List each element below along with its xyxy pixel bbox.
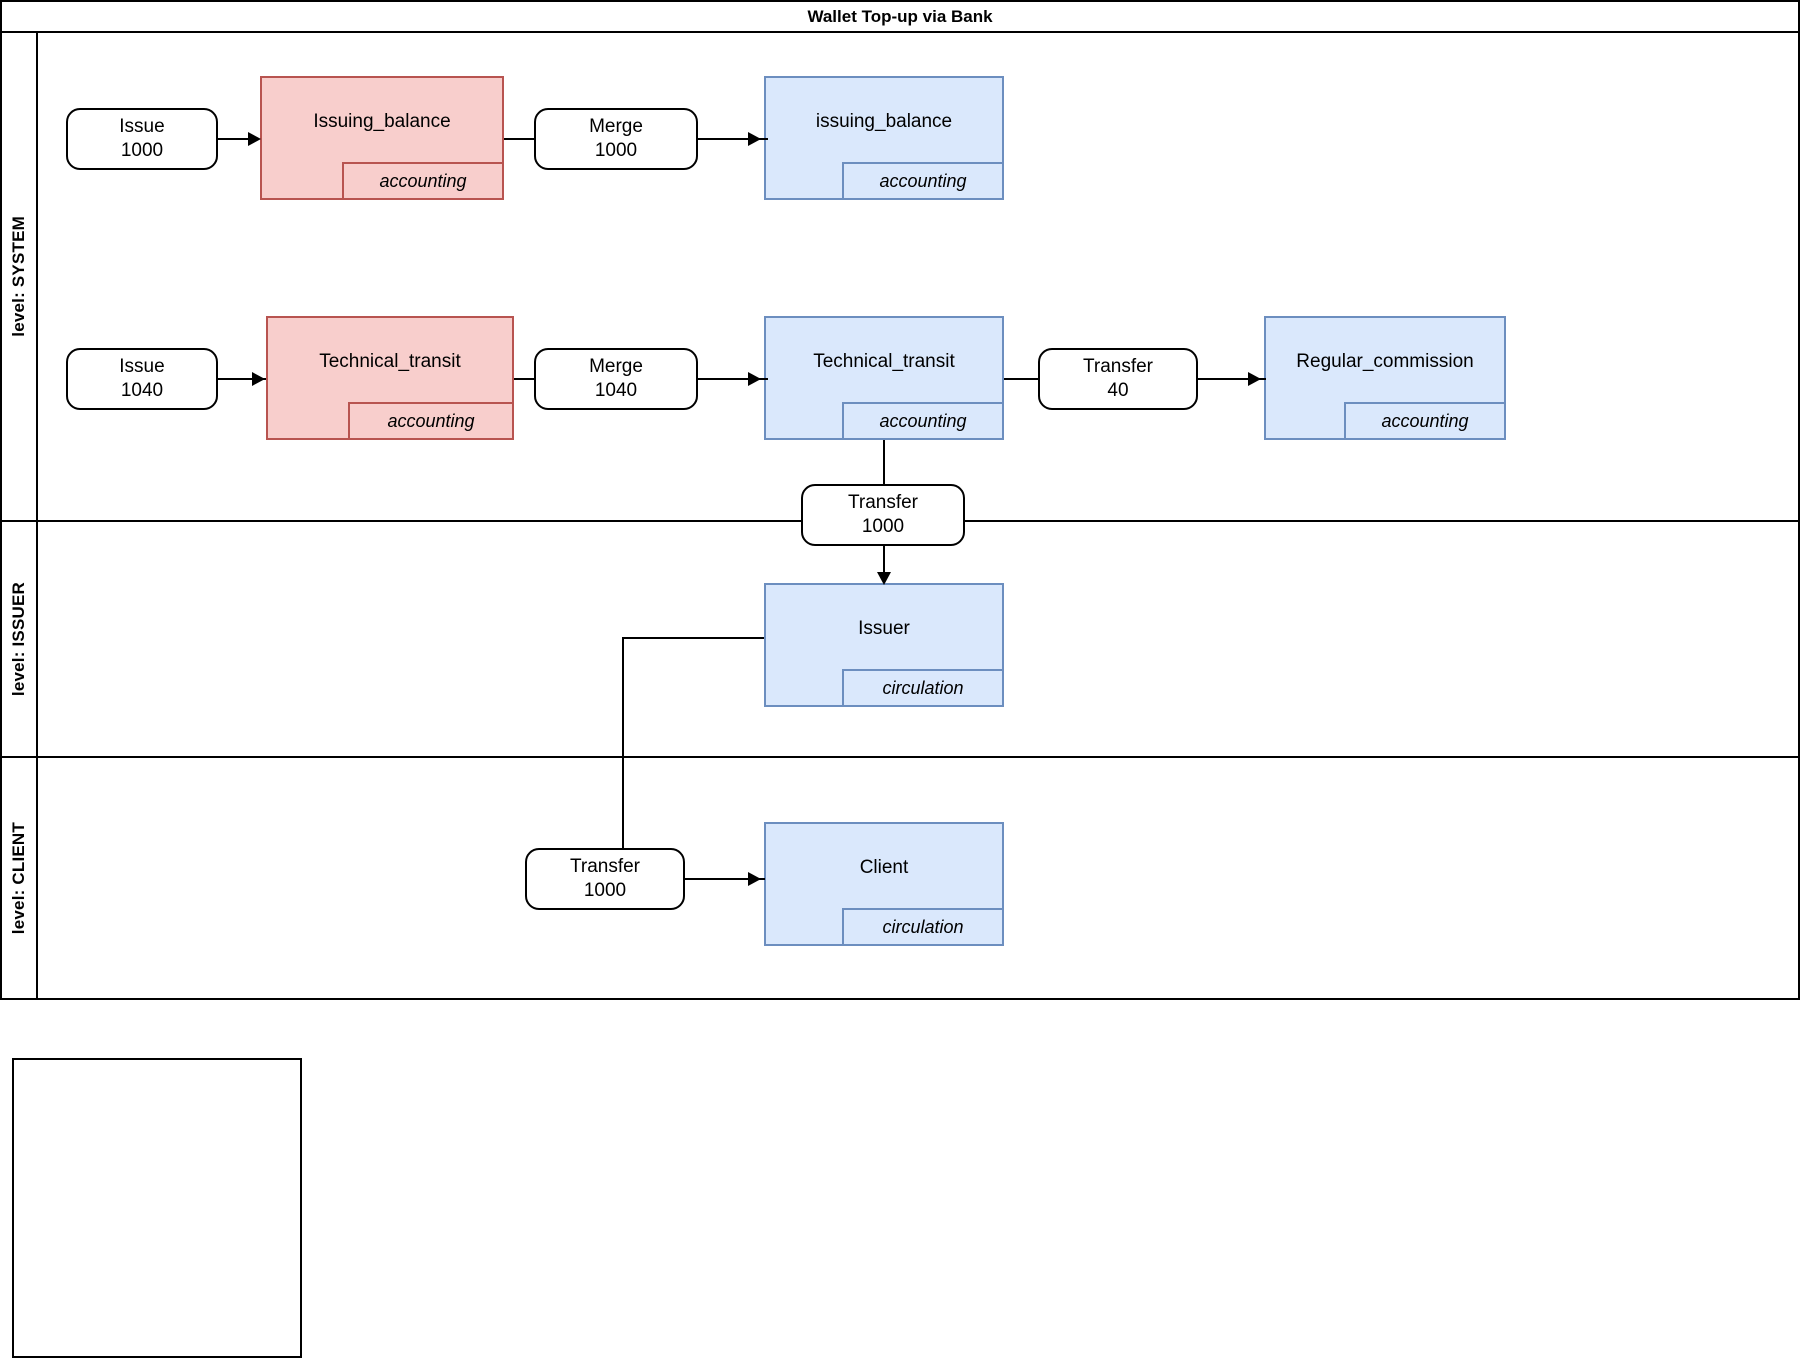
account-name: issuing_balance [815, 110, 953, 132]
account-tag: circulation [842, 908, 1002, 944]
account-issuing-balance-technical[interactable]: Issuing_balance accounting [260, 76, 504, 200]
diagram-title-text: Wallet Top-up via Bank [807, 6, 993, 26]
transaction-op: Transfer [1082, 356, 1154, 378]
transaction-issue-1040[interactable]: Issue 1040 [66, 348, 218, 410]
edge-issuingbalance-to-merge1000 [504, 138, 536, 140]
lane-header-system: level: SYSTEM [2, 33, 38, 520]
account-name: Client [859, 856, 909, 878]
account-tag: accounting [348, 402, 512, 438]
account-name: Technical_transit [319, 350, 461, 372]
edge-issue1040-to-technicaltransit-tech [218, 378, 266, 380]
transaction-merge-1000[interactable]: Merge 1000 [534, 108, 698, 170]
arrowhead-transfer1000-to-issuer [877, 572, 891, 585]
transaction-op: Merge [589, 356, 643, 378]
legend: Technical Account Non-technical Account … [12, 1058, 302, 1358]
transaction-merge-1040[interactable]: Merge 1040 [534, 348, 698, 410]
account-issuer[interactable]: Issuer circulation [764, 583, 1004, 707]
edge-transfer1000-to-issuer [883, 546, 885, 582]
lane-label-client: level: CLIENT [9, 821, 28, 935]
transaction-issue-1000[interactable]: Issue 1000 [66, 108, 218, 170]
arrowhead-issue1040-to-technicaltransit-tech [252, 372, 265, 386]
arrowhead-merge1000-to-issuingbalance [748, 132, 761, 146]
edge-issuer-to-transfer1000client-horizontal [622, 637, 764, 639]
transaction-op: Issue [119, 356, 165, 378]
account-tag: accounting [342, 162, 502, 198]
transaction-amount: 1040 [120, 380, 164, 401]
transaction-transfer-1000-issuer[interactable]: Transfer 1000 [801, 484, 965, 546]
edge-technicaltransit-to-transfer1000 [883, 440, 885, 512]
transaction-amount: 1000 [583, 880, 627, 901]
edge-issue1000-to-issuingbalance [218, 138, 256, 140]
edge-issuer-to-transfer1000client-vertical [622, 637, 624, 848]
account-technical-transit[interactable]: Technical_transit accounting [764, 316, 1004, 440]
transaction-op: Transfer [569, 856, 641, 878]
arrowhead-issue1000-to-issuingbalance [248, 132, 261, 146]
diagram-title: Wallet Top-up via Bank [0, 0, 1800, 33]
account-name: Issuing_balance [313, 110, 451, 132]
transaction-op: Merge [589, 116, 643, 138]
arrowhead-merge1040-to-technicaltransit [748, 372, 761, 386]
account-name: Regular_commission [1296, 350, 1474, 372]
account-tag: accounting [842, 162, 1002, 198]
transaction-amount: 40 [1107, 380, 1129, 401]
transaction-op: Issue [119, 116, 165, 138]
account-name: Technical_transit [813, 350, 955, 372]
lane-label-issuer: level: ISSUER [9, 581, 28, 697]
account-issuing-balance[interactable]: issuing_balance accounting [764, 76, 1004, 200]
transaction-amount: 1000 [594, 140, 638, 161]
account-tag: circulation [842, 669, 1002, 705]
lane-header-client: level: CLIENT [2, 758, 38, 998]
transaction-amount: 1000 [861, 516, 905, 537]
account-tag: accounting [1344, 402, 1504, 438]
transaction-transfer-1000-client[interactable]: Transfer 1000 [525, 848, 685, 910]
edge-merge1000-to-issuingbalance [698, 138, 768, 140]
lane-label-system: level: SYSTEM [9, 216, 28, 337]
edge-transfer40-to-regularcommission [1198, 378, 1266, 380]
transaction-op: Transfer [847, 492, 919, 514]
arrowhead-transfer1000client-to-client [748, 872, 761, 886]
account-tag: accounting [842, 402, 1002, 438]
edge-transfer1000client-to-client [685, 878, 765, 880]
edge-merge1040-to-technicaltransit [698, 378, 768, 380]
arrowhead-transfer40-to-regularcommission [1248, 372, 1261, 386]
transaction-amount: 1000 [120, 140, 164, 161]
edge-technicaltransit-tech-to-merge1040 [514, 378, 536, 380]
edge-technicaltransit-to-transfer40 [1004, 378, 1040, 380]
lane-header-issuer: level: ISSUER [2, 522, 38, 756]
account-regular-commission[interactable]: Regular_commission accounting [1264, 316, 1506, 440]
account-technical-transit-technical[interactable]: Technical_transit accounting [266, 316, 514, 440]
transaction-transfer-40[interactable]: Transfer 40 [1038, 348, 1198, 410]
account-name: Issuer [858, 617, 910, 639]
transaction-amount: 1040 [594, 380, 638, 401]
account-client[interactable]: Client circulation [764, 822, 1004, 946]
